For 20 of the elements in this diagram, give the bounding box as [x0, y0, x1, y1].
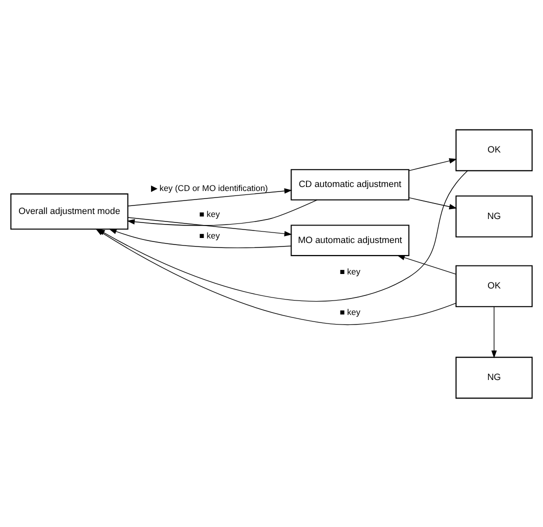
node-box: OK — [456, 128, 533, 171]
edge-label: ▶ key (CD or MO identification) — [151, 182, 268, 192]
edge-label: ■ key — [199, 230, 220, 240]
arrow — [491, 306, 497, 358]
node-box: OK — [456, 264, 533, 307]
edge-label: ■ key — [340, 266, 360, 276]
node-box: NG — [456, 195, 533, 237]
node-box: NG — [456, 356, 533, 398]
arrow — [108, 228, 292, 248]
edge-label: ■ key — [199, 208, 220, 218]
edge-label: ■ key — [340, 306, 360, 316]
arrow — [408, 196, 458, 209]
arrow — [128, 188, 292, 206]
arrow — [397, 254, 456, 274]
arrow — [128, 216, 292, 236]
arrow — [408, 158, 457, 171]
node-box: Overall adjustment mode — [10, 192, 128, 230]
arrow — [126, 199, 318, 226]
node-box: CD automatic adjustment — [290, 168, 410, 200]
node-box: MO automatic adjustment — [290, 224, 410, 256]
